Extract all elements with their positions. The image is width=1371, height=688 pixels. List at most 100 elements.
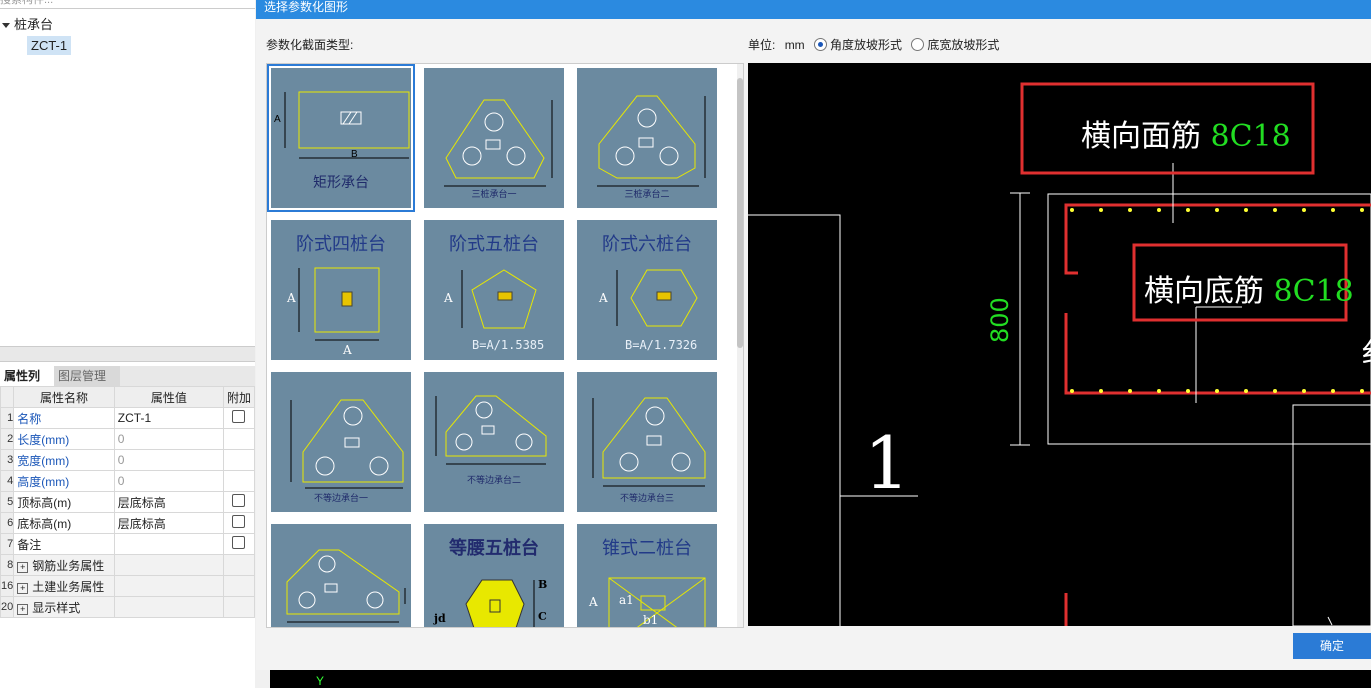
radio-width-label[interactable]: 底宽放坡形式 [927,38,1000,52]
extra-checkbox[interactable] [232,494,246,507]
rebar-dot [1273,208,1277,212]
tree-node-zct1[interactable]: ZCT-1 [27,36,72,55]
extra-cell [222,512,256,534]
property-name: 长度(mm) [13,428,115,450]
property-value[interactable]: 0 [113,449,224,471]
ok-button[interactable]: 确定 [1293,633,1371,659]
shape-thumbnail: 阶式五桩台 A B=A/1.5385 [424,220,564,360]
dim-a-label: A [286,291,296,305]
dim-a-label: A [598,291,608,305]
row-index: 4 [0,470,15,492]
property-value [113,596,224,618]
extra-checkbox[interactable] [232,536,246,549]
header-extra: 附加 [222,386,256,408]
shape-unequal-3[interactable]: 不等边承台三 [573,368,723,516]
rebar-dot [1331,208,1335,212]
property-value[interactable] [113,533,224,555]
rebar-dot [1099,389,1103,393]
property-value[interactable]: 0 [113,428,224,450]
shape-unequal-4[interactable] [267,520,417,627]
shape-isosceles-5-pile[interactable]: 等腰五桩台 B C jd [420,520,570,627]
shape-unequal-1[interactable]: 不等边承台一 [267,368,417,516]
extra-cell [222,554,256,576]
shape-three-pile-2[interactable]: 三桩承台二 [573,64,723,212]
rebar-dot [1215,389,1219,393]
dialog-title[interactable]: 选择参数化图形 [256,0,1371,19]
step-pile-drawing: A [598,269,698,327]
tab-property-list[interactable]: 属性列表 [0,366,54,403]
top-rebar-label: 横向面筋 [1081,119,1201,154]
shape-step-4-pile[interactable]: 阶式四桩台 A A [267,216,417,364]
header-value: 属性值 [113,386,224,408]
extra-checkbox[interactable] [232,410,246,423]
panel-splitter[interactable] [0,346,255,362]
property-value[interactable]: 层底标高 [113,491,224,513]
shape-cone-2-pile[interactable]: 锥式二桩台 A a1 b1 [573,520,723,627]
left-panel: 搜索构件... 桩承台 ZCT-1 属性列表 图层管理 属性名称 属性值 附加 … [0,0,256,688]
radio-angle-slope[interactable] [814,38,828,51]
table-row[interactable]: 5 顶标高(m) 层底标高 [0,491,256,513]
header-index [0,386,15,408]
rebar-dot [1099,208,1103,212]
component-tree: 桩承台 ZCT-1 [0,10,255,340]
shape-step-5-pile[interactable]: 阶式五桩台 A B=A/1.5385 [420,216,570,364]
table-row[interactable]: 7 备注 [0,533,256,555]
header-name: 属性名称 [13,386,115,408]
search-input[interactable]: 搜索构件... [0,0,255,9]
table-row-group[interactable]: 8 +钢筋业务属性 [0,554,256,576]
dimension-label: 800 [986,297,1014,343]
shape-step-6-pile[interactable]: 阶式六桩台 A B=A/1.7326 [573,216,723,364]
unit-value: mm [784,38,805,52]
radio-angle-label[interactable]: 角度放坡形式 [830,38,903,52]
property-group[interactable]: +钢筋业务属性 [13,554,115,576]
row-index: 20 [0,596,15,618]
radio-width-slope[interactable] [911,38,925,51]
group-label: 钢筋业务属性 [32,558,105,573]
table-row[interactable]: 2 长度(mm) 0 [0,428,256,450]
property-value [113,575,224,597]
shape-caption: 不等边承台二 [466,476,521,486]
row-index: 3 [0,449,15,471]
shape-caption: 三桩承台二 [624,190,670,200]
shape-thumbnail: 不等边承台二 [424,372,564,512]
property-value[interactable]: 0 [113,470,224,492]
bottom-rebar-label: 横向底筋 [1144,274,1264,309]
row-index: 1 [0,407,15,429]
gallery-scrollbar-thumb[interactable] [737,78,743,348]
formula-text: B=A/1.5385 [472,338,545,352]
tree-node-root[interactable]: 桩承台 [2,14,53,33]
parametric-shape-dialog: 选择参数化图形 参数化截面类型: 单位: mm 角度放坡形式 底宽放坡形式 A … [256,0,1371,670]
expand-plus-icon[interactable]: + [17,582,29,594]
dim-a-label: A [342,343,352,357]
table-row[interactable]: 4 高度(mm) 0 [0,470,256,492]
bottom-rebar-value: 8C18 [1273,274,1354,309]
table-row[interactable]: 1 名称 ZCT-1 [0,407,256,429]
table-row-group[interactable]: 20 +显示样式 [0,596,256,618]
table-row[interactable]: 6 底标高(m) 层底标高 [0,512,256,534]
tab-layer-management[interactable]: 图层管理 [54,366,120,386]
extra-cell [222,470,256,492]
rebar-dot [1215,208,1219,212]
expand-plus-icon[interactable]: + [17,561,29,573]
rebar-dot [1244,389,1248,393]
property-value[interactable]: ZCT-1 [113,407,224,429]
row-index: 8 [0,554,15,576]
table-row-group[interactable]: 16 +土建业务属性 [0,575,256,597]
section-preview-drawing: 1 800 [748,82,1371,626]
property-group[interactable]: +土建业务属性 [13,575,115,597]
cone-pile-drawing: A a1 b1 [588,577,706,627]
property-name: 顶标高(m) [13,491,115,513]
extra-checkbox[interactable] [232,515,246,528]
shape-unequal-2[interactable]: 不等边承台二 [420,368,570,516]
y-axis-label: Y [316,674,325,688]
collapse-triangle-icon[interactable] [2,23,10,29]
expand-plus-icon[interactable]: + [17,603,29,615]
property-value[interactable]: 层底标高 [113,512,224,534]
shape-rect-cap[interactable]: A B 矩形承台 [267,64,417,212]
table-row[interactable]: 3 宽度(mm) 0 [0,449,256,471]
rebar-dot [1273,389,1277,393]
shape-three-pile-1[interactable]: 三桩承台一 [420,64,570,212]
property-name: 备注 [13,533,115,555]
property-group[interactable]: +显示样式 [13,596,115,618]
rebar-dot [1186,389,1190,393]
